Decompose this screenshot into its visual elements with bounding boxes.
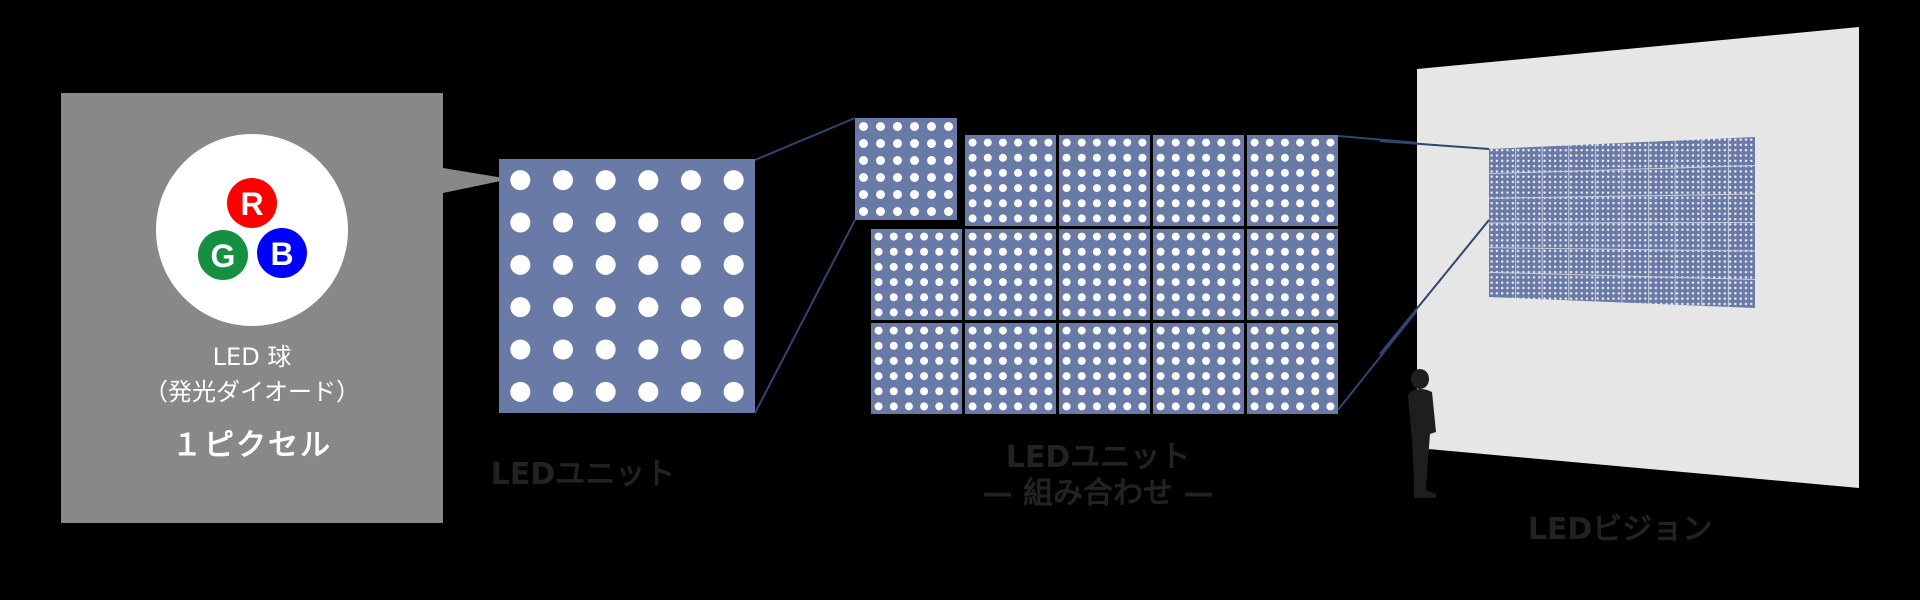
led-unit-tile <box>965 229 1056 320</box>
callout-pointer <box>443 168 510 193</box>
led-vision-screen <box>1488 137 1756 308</box>
led-unit-tile <box>965 323 1056 414</box>
led-unit-combination-grid <box>855 118 1338 414</box>
connector-line-bottom <box>754 219 856 414</box>
highlighted-led-unit-tile <box>855 118 957 220</box>
rgb-blue-icon: B <box>257 228 307 278</box>
led-unit-tile <box>1153 229 1244 320</box>
svg-text:B: B <box>270 236 293 272</box>
combination-caption-line2: — 組み合わせ — <box>982 476 1214 511</box>
led-unit-tile <box>1059 323 1150 414</box>
led-diode-label: （発光ダイオード） <box>144 378 360 406</box>
led-bulb-icon <box>156 134 348 326</box>
person-silhouette-icon <box>1408 369 1436 498</box>
led-unit-tile <box>1247 135 1338 226</box>
svg-text:G: G <box>211 238 236 274</box>
svg-text:R: R <box>240 186 263 222</box>
one-pixel-label: １ピクセル <box>172 428 332 463</box>
led-unit-tile <box>871 323 962 414</box>
connector-line-vision-bottom-overlay <box>1379 219 1490 355</box>
led-unit-tile <box>1153 135 1244 226</box>
connector-line-vision-top-overlay <box>1379 140 1490 150</box>
led-unit-caption: LEDユニット <box>490 457 676 492</box>
led-unit-panel <box>499 159 755 413</box>
led-bulb-label: LED 球 <box>212 343 292 371</box>
connector-line-top <box>754 117 856 161</box>
led-unit-tile <box>965 135 1056 226</box>
led-unit-tile <box>1153 323 1244 414</box>
rgb-green-icon: G <box>198 230 248 280</box>
led-combination-caption: LEDユニット — 組み合わせ — <box>948 440 1248 512</box>
led-unit-tile <box>1247 323 1338 414</box>
rgb-red-icon: R <box>227 178 277 228</box>
led-unit-tile <box>871 229 962 320</box>
led-unit-tile <box>1247 229 1338 320</box>
led-unit-tile <box>1059 135 1150 226</box>
led-unit-tile <box>1059 229 1150 320</box>
combination-caption-line1: LEDユニット <box>1005 440 1191 475</box>
led-vision-caption: LEDビジョン <box>1527 512 1713 547</box>
